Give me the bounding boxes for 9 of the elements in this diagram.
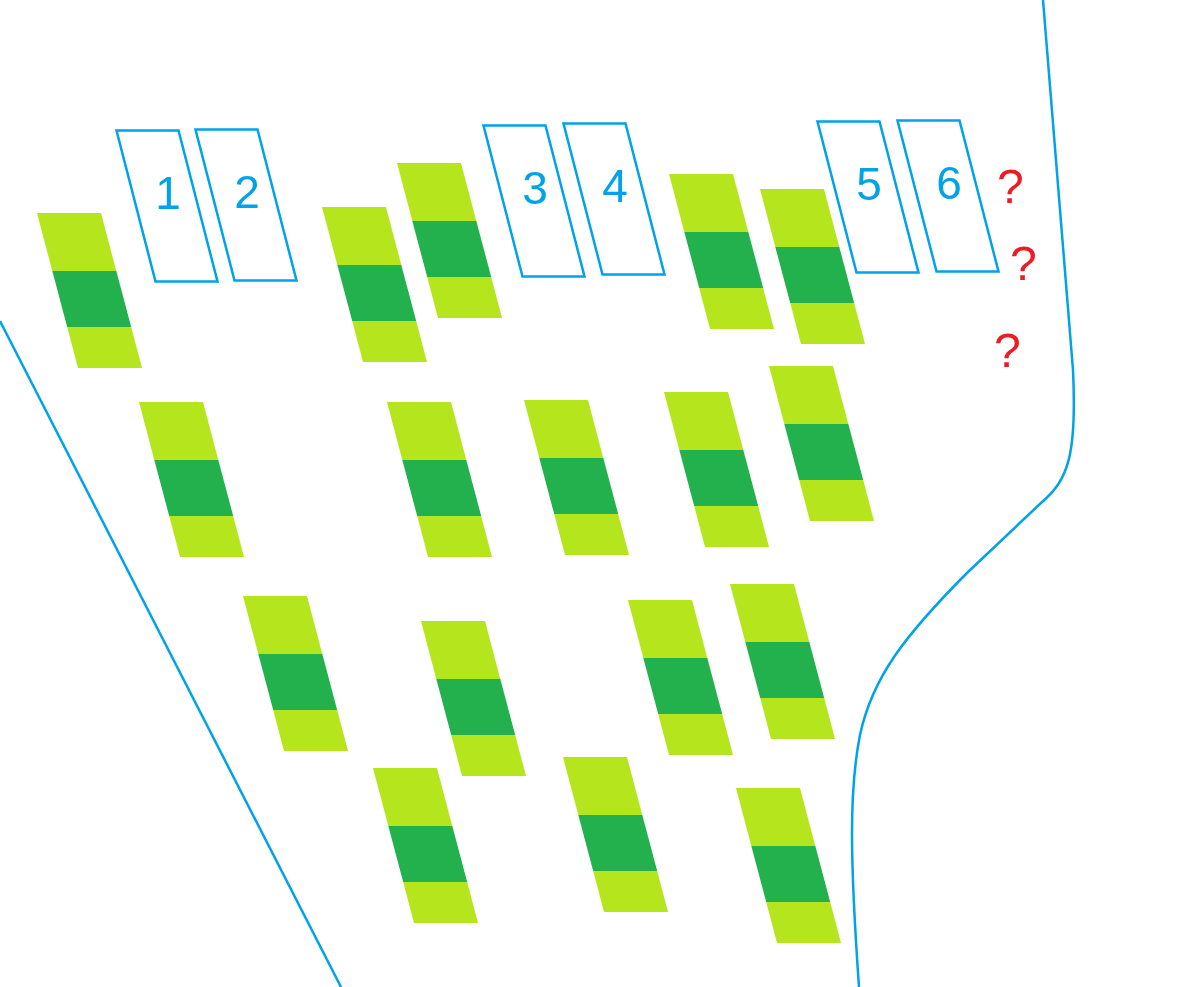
space-number: 3 [522, 165, 548, 211]
question-mark: ? [1010, 240, 1037, 288]
space-number: 5 [856, 161, 882, 207]
question-mark: ? [994, 327, 1021, 375]
space-number: 1 [155, 170, 181, 216]
space-number: 2 [234, 169, 260, 215]
space-number: 6 [936, 160, 962, 206]
space-number: 4 [602, 163, 628, 209]
question-mark: ? [997, 163, 1024, 211]
